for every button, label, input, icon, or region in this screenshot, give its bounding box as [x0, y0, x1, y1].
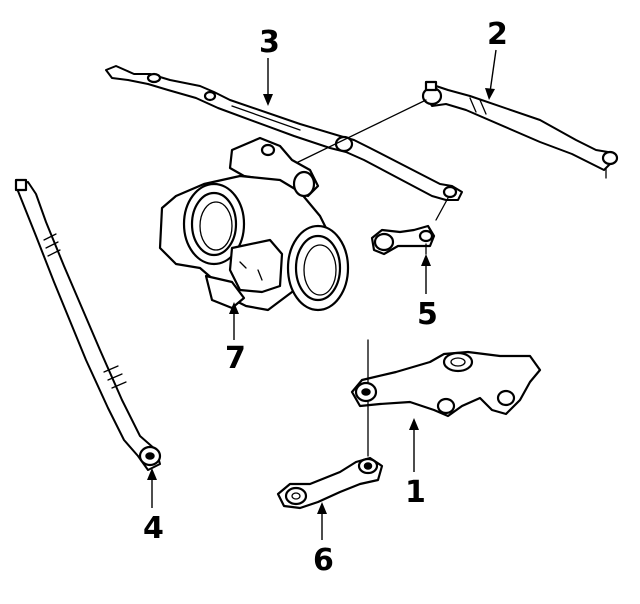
callout-4-leader: [147, 468, 157, 508]
callout-2-leader: [485, 49, 497, 100]
callout-6-leader: [317, 502, 327, 540]
tie-rod-left: [14, 178, 162, 471]
callout-3: 3: [259, 25, 280, 60]
callout-7-leader: [229, 302, 239, 340]
pitman-arm: [276, 456, 384, 510]
tie-rod-right: [421, 80, 619, 179]
idler-arm: [370, 197, 449, 256]
linkage-line: [289, 99, 427, 167]
callout-5-leader: [421, 254, 431, 294]
callout-3-leader: [263, 58, 273, 106]
callout-7: 7: [225, 341, 246, 376]
callout-2: 2: [487, 17, 508, 52]
center-link-rod: [105, 65, 463, 201]
callout-5: 5: [417, 297, 438, 332]
steering-gear-box: [158, 136, 350, 312]
callout-1-leader: [409, 418, 419, 472]
callout-4: 4: [143, 511, 164, 546]
support-bracket: [350, 339, 542, 457]
callout-6: 6: [313, 543, 334, 578]
callout-1: 1: [405, 475, 426, 510]
